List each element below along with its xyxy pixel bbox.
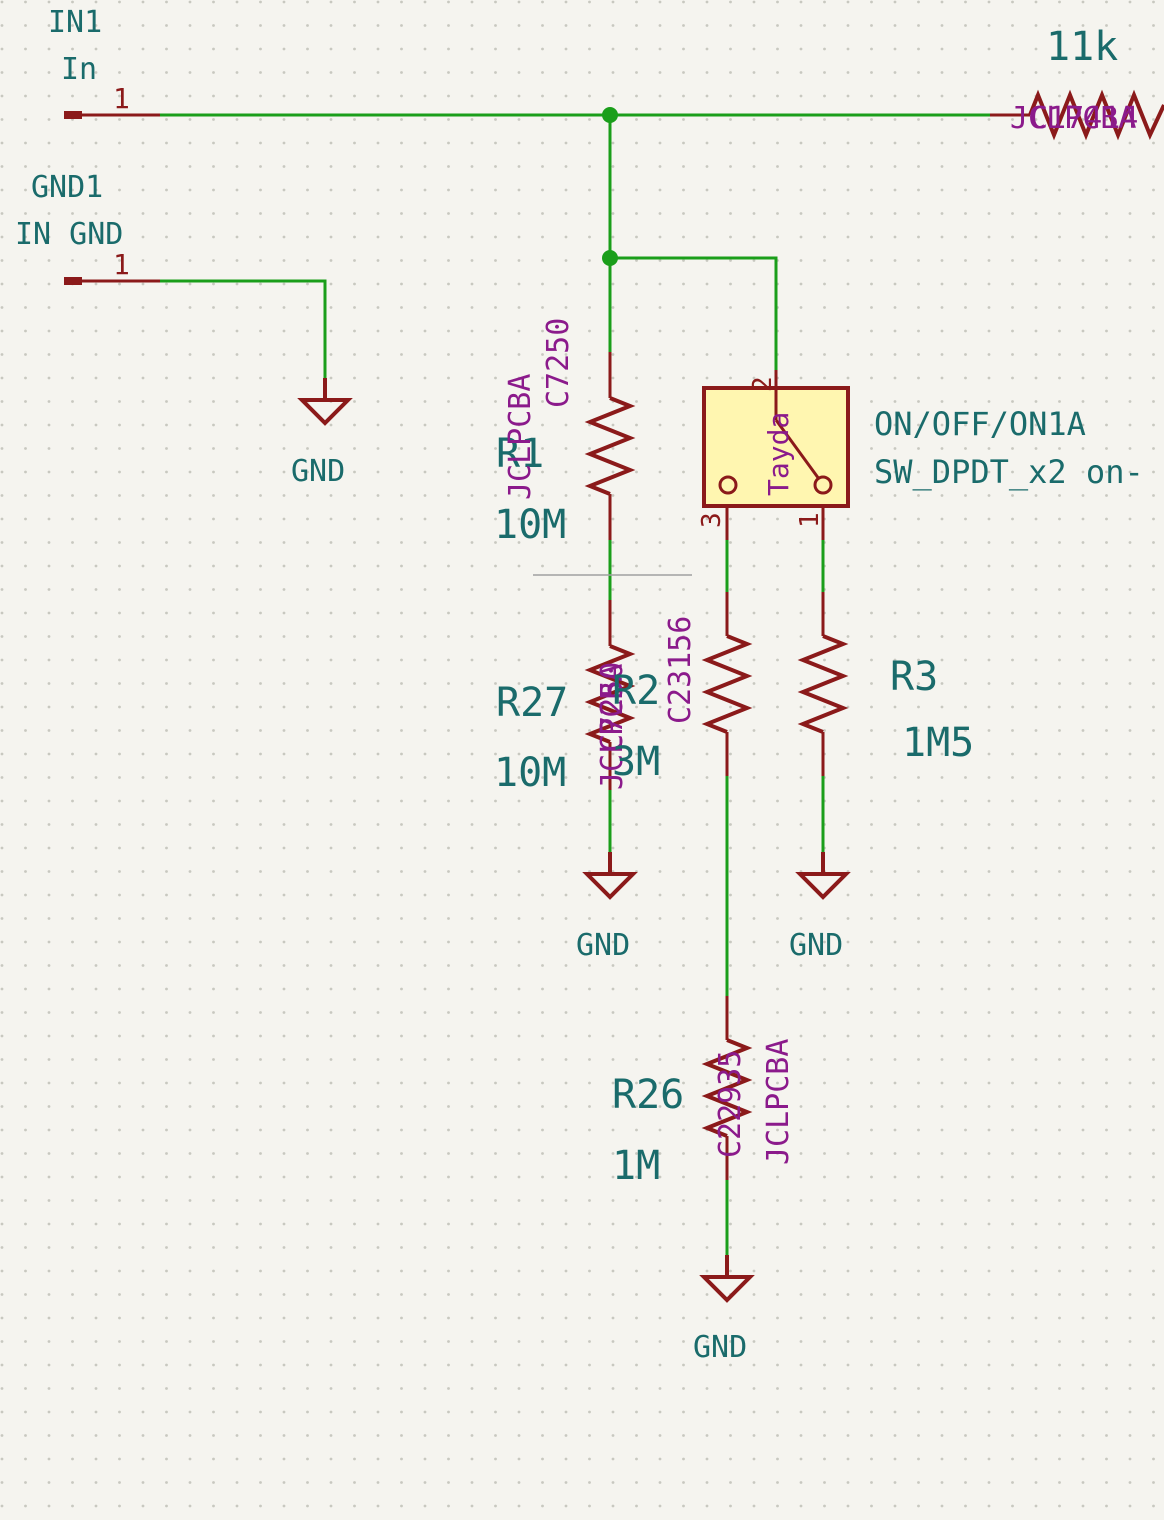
ground-symbol-r27[interactable]: GND bbox=[576, 852, 638, 963]
gnd-label: GND bbox=[576, 928, 630, 963]
wire-to-switch-pin2 bbox=[608, 256, 778, 372]
resistor-zigzag-icon bbox=[701, 634, 753, 734]
r1-ref-label: R1 bbox=[496, 431, 544, 477]
ground-symbol-r26[interactable]: GND bbox=[693, 1255, 755, 1365]
switch-pin-3: 3 bbox=[697, 512, 727, 528]
r26-lcsc-label: C22935 bbox=[713, 1050, 748, 1158]
wire-gnd1 bbox=[158, 279, 327, 380]
resistor-zigzag-icon bbox=[797, 634, 849, 734]
r2-ref-label: R2 bbox=[612, 668, 660, 714]
ground-symbol-r3[interactable]: GND bbox=[789, 852, 851, 963]
gnd-label: GND bbox=[789, 928, 843, 963]
gnd1-pin-number: 1 bbox=[113, 248, 130, 281]
r3-ref-label: R3 bbox=[890, 654, 938, 700]
connector-in1[interactable]: IN1 In 1 bbox=[48, 5, 160, 119]
r2-value-label: 3M bbox=[612, 739, 660, 785]
r2-lcsc-label: C23156 bbox=[663, 616, 698, 724]
resistor-r2[interactable]: R2 3M C23156 bbox=[612, 592, 753, 785]
r-top-lcsc-label: C17414 bbox=[1030, 101, 1138, 136]
gnd1-ref-label: GND1 bbox=[31, 170, 103, 205]
resistor-r1[interactable]: R1 10M C7250 JCLPCBA bbox=[494, 318, 636, 548]
gnd-label: GND bbox=[291, 454, 345, 489]
switch-value-label: SW_DPDT_x2 on- bbox=[874, 453, 1144, 491]
resistor-zigzag-icon bbox=[1028, 89, 1164, 141]
resistor-r26[interactable]: R26 1M C22935 JCLPCBA bbox=[612, 996, 796, 1189]
r27-lcsc-label: C7250 bbox=[595, 662, 630, 752]
in1-ref-label: IN1 bbox=[48, 5, 102, 40]
resistor-zigzag-icon bbox=[584, 644, 636, 744]
r1-lcsc-label: C7250 bbox=[541, 318, 576, 408]
switch-pin-2: 2 bbox=[748, 376, 778, 392]
spdt-switch-icon bbox=[718, 388, 833, 495]
r26-value-label: 1M bbox=[612, 1143, 660, 1189]
r1-value-label: 10M bbox=[494, 502, 566, 548]
gnd1-value-label: IN GND bbox=[15, 217, 123, 252]
r1-assembly-label: JCLPCBA bbox=[503, 374, 538, 500]
switch-ref-label: ON/OFF/ON1A bbox=[874, 405, 1086, 443]
r26-assembly-label: JCLPCBA bbox=[761, 1039, 796, 1165]
connector-gnd1[interactable]: GND1 IN GND 1 bbox=[15, 170, 160, 285]
r27-ref-label: R27 bbox=[496, 680, 568, 726]
r3-value-label: 1M5 bbox=[902, 720, 974, 766]
resistor-r27[interactable]: R27 10M C7250 JCLPCBA bbox=[494, 600, 636, 796]
r27-assembly-label: JCLPCBA bbox=[595, 664, 630, 790]
resistor-r3[interactable]: R3 1M5 bbox=[797, 592, 974, 776]
ground-symbol-gnd1[interactable]: GND bbox=[291, 378, 353, 489]
resistor-top-right[interactable]: 11k JCLPCBA C17414 bbox=[990, 24, 1164, 141]
switch-supplier-label: Tayda bbox=[762, 412, 795, 496]
junction-dots bbox=[602, 107, 618, 266]
r26-ref-label: R26 bbox=[612, 1072, 684, 1118]
r27-value-label: 10M bbox=[494, 750, 566, 796]
r-top-value-label: 11k bbox=[1046, 24, 1118, 70]
junction-dot bbox=[602, 107, 618, 123]
junction-dot bbox=[602, 250, 618, 266]
gnd-label: GND bbox=[693, 1330, 747, 1365]
in1-value-label: In bbox=[61, 52, 97, 87]
switch-on-off-on1a[interactable]: 2 3 1 Tayda ON/OFF/ON1A SW_DPDT_x2 on- bbox=[697, 370, 1144, 540]
wires bbox=[158, 113, 992, 1257]
in1-pin-number: 1 bbox=[113, 82, 130, 115]
resistor-zigzag-icon bbox=[584, 396, 636, 496]
switch-pin-1: 1 bbox=[795, 512, 825, 528]
r-top-assembly-label: JCLPCBA bbox=[1010, 101, 1136, 136]
resistor-zigzag-icon bbox=[701, 1038, 753, 1138]
